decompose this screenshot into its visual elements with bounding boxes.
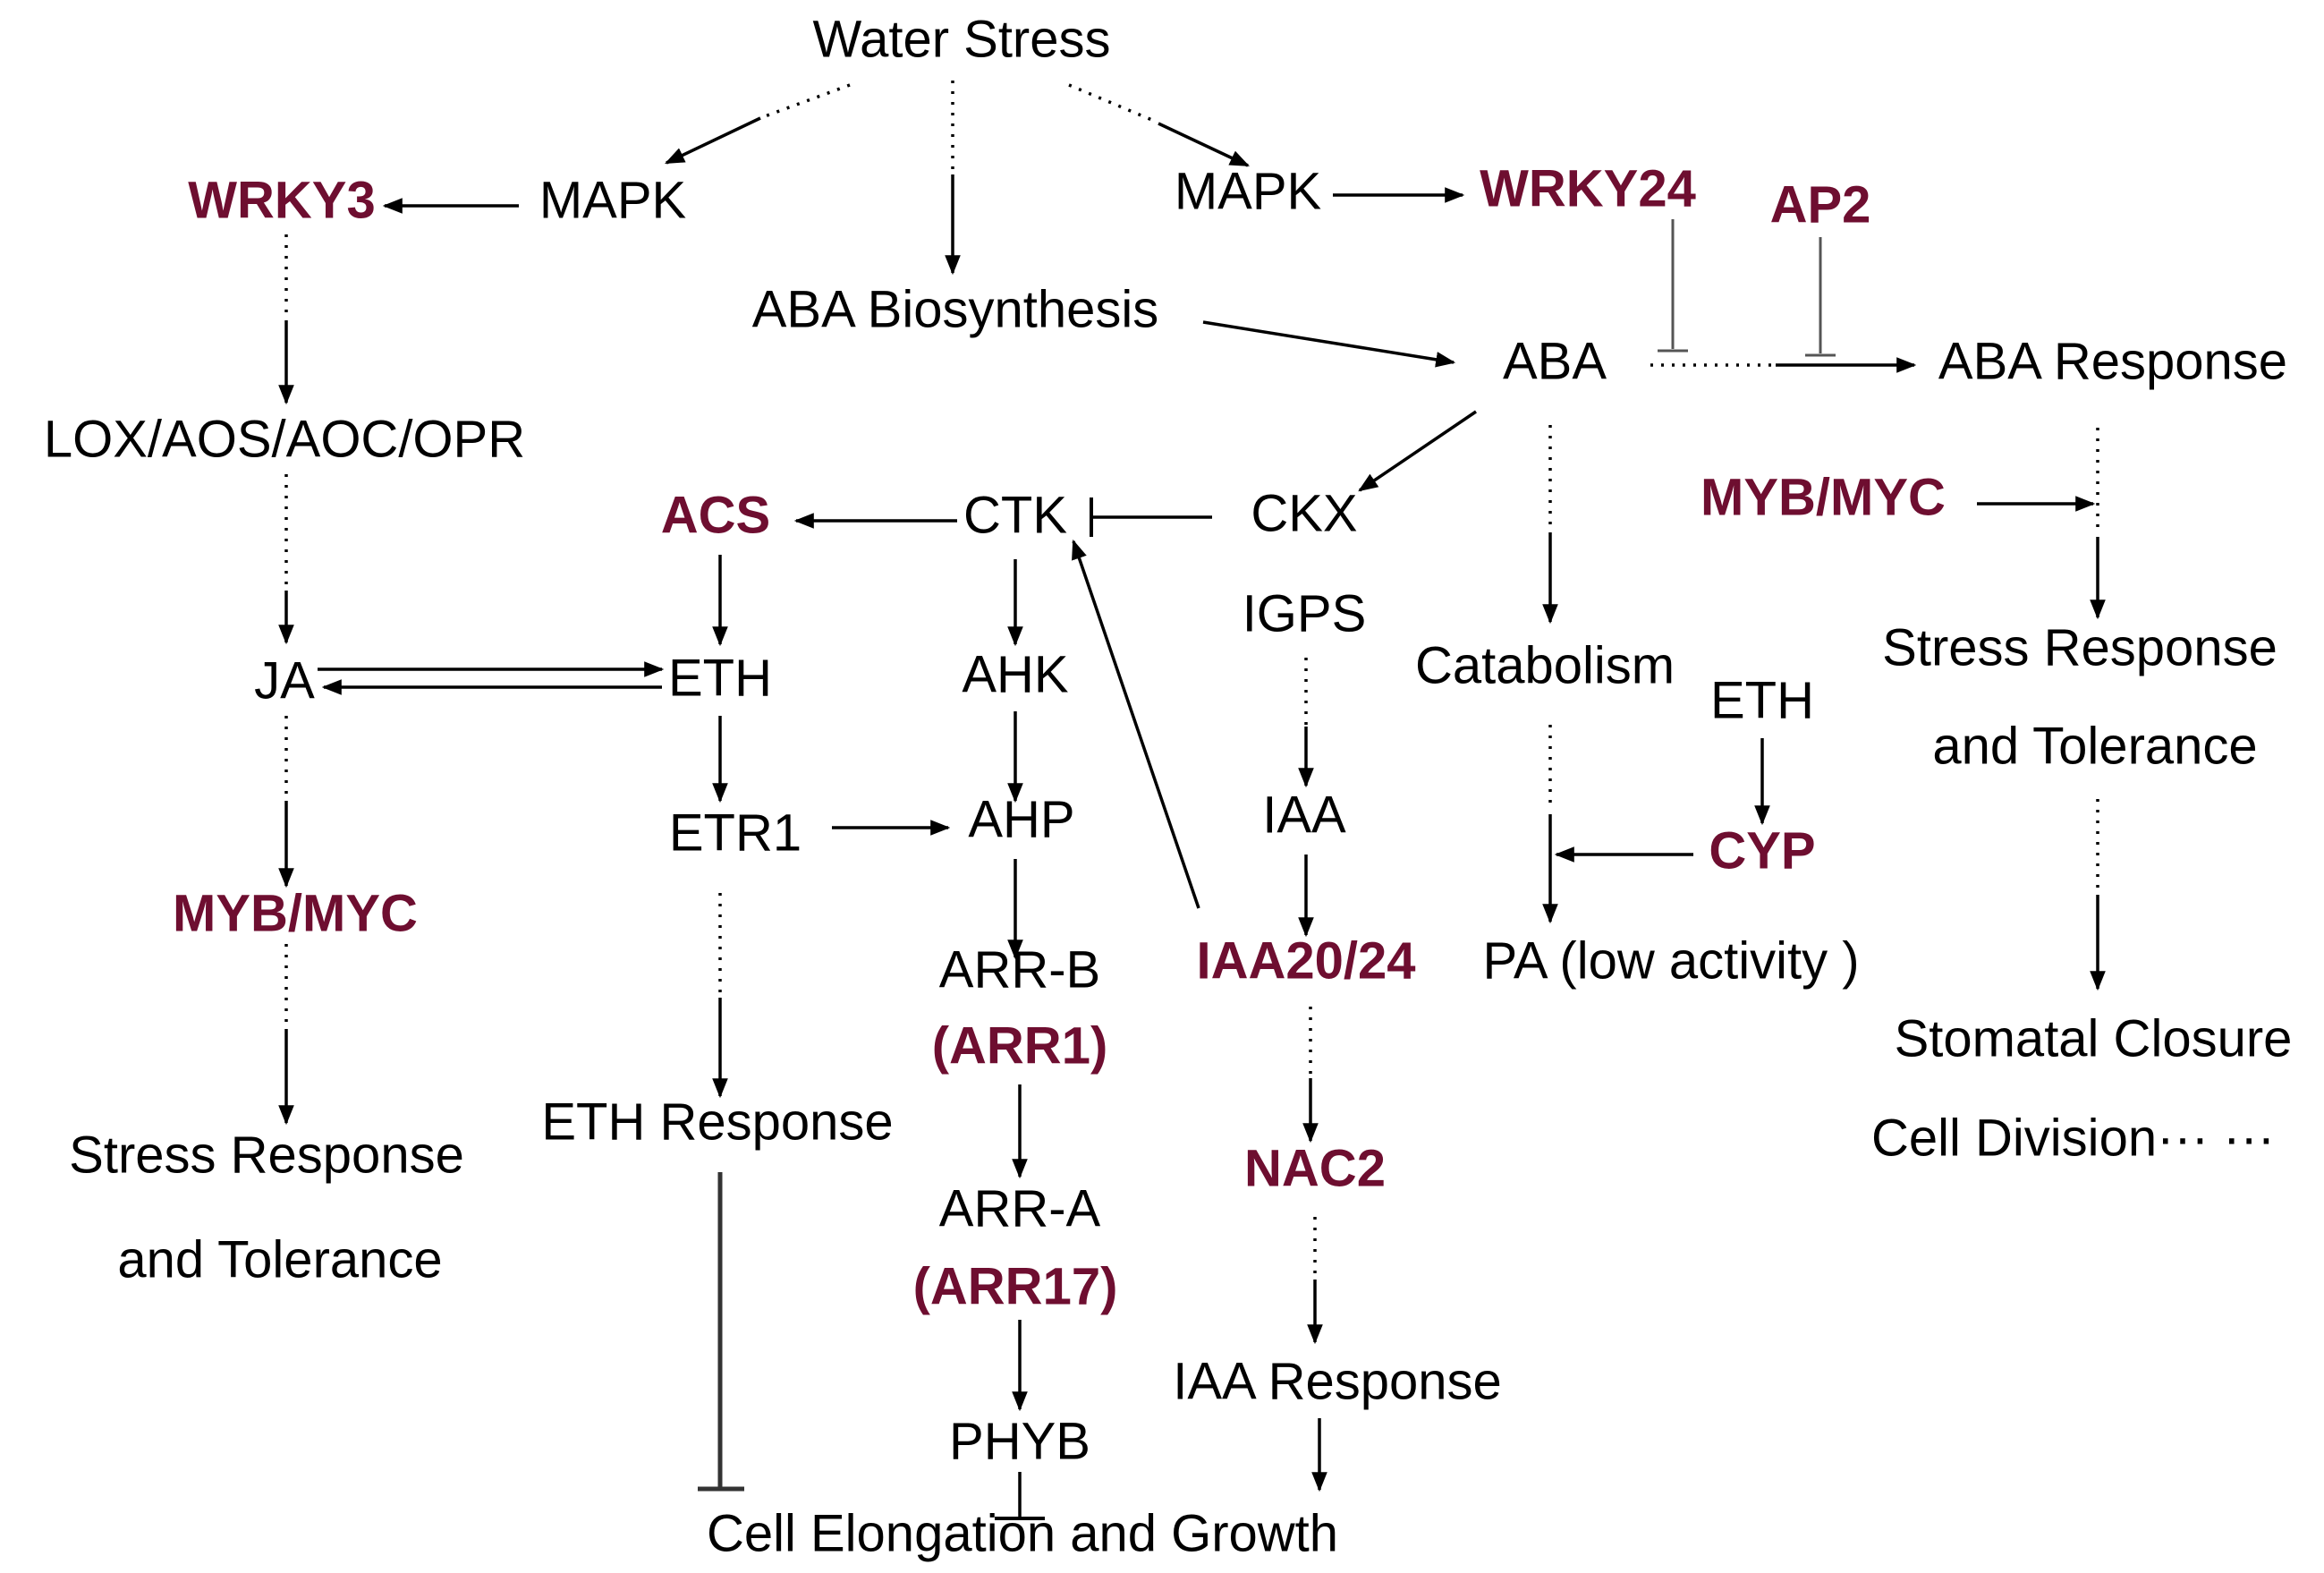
node-myb-myc-right: MYB/MYC xyxy=(1701,468,1946,526)
edge-iaa20-24-to-ctk xyxy=(1072,539,1200,909)
node-eth-response: ETH Response xyxy=(541,1093,893,1151)
node-cell-elongation-and-growth: Cell Elongation and Growth xyxy=(707,1504,1338,1562)
node-stress-response-left-line1: Stress Response xyxy=(69,1126,464,1184)
node-mapk-left: MAPK xyxy=(539,171,687,229)
node-iaa20-24: IAA20/24 xyxy=(1196,931,1415,990)
node-iaa: IAA xyxy=(1262,786,1346,844)
edge-water-stress-to-mapk-left xyxy=(665,83,851,165)
edge-ckx-inhibits-ctk xyxy=(1090,497,1212,537)
node-aba: ABA xyxy=(1503,332,1607,390)
nodes: Water Stress MAPK MAPK WRKY3 WRKY24 AP2 … xyxy=(44,10,2293,1562)
node-water-stress: Water Stress xyxy=(812,10,1110,68)
edge-aba-biosynthesis-to-aba xyxy=(1202,320,1456,368)
node-stress-response-right-line2: and Tolerance xyxy=(1932,717,2257,775)
node-wrky3: WRKY3 xyxy=(188,171,375,229)
node-arr1: (ARR1) xyxy=(932,1016,1108,1075)
node-catabolism: Catabolism xyxy=(1415,636,1675,694)
node-myb-myc-left: MYB/MYC xyxy=(173,884,418,942)
node-ja: JA xyxy=(254,651,315,710)
node-igps: IGPS xyxy=(1243,584,1367,642)
node-arr-a: ARR-A xyxy=(939,1179,1101,1237)
node-aba-biosynthesis: ABA Biosynthesis xyxy=(752,280,1159,338)
node-stress-response-left-line2: and Tolerance xyxy=(117,1230,442,1288)
node-phyb: PHYB xyxy=(949,1412,1090,1470)
edges xyxy=(278,81,2106,1520)
node-ctk: CTK xyxy=(963,486,1067,544)
edge-ap2-inhibits-aba-response xyxy=(1805,237,1836,357)
node-aba-response: ABA Response xyxy=(1938,332,2287,390)
node-lox-aos-aoc-opr: LOX/AOS/AOC/OPR xyxy=(44,410,525,468)
node-cyp: CYP xyxy=(1709,821,1815,880)
edge-phyb-inhibits-cell-elongation xyxy=(995,1472,1045,1520)
node-eth-right: ETH xyxy=(1710,671,1814,729)
node-pa: PA (low activity ) xyxy=(1482,931,1859,990)
node-iaa-response: IAA Response xyxy=(1173,1352,1502,1410)
edge-eth-response-inhibits-cell-elongation xyxy=(698,1172,744,1492)
edge-aba-to-ckx xyxy=(1358,410,1477,492)
node-nac2: NAC2 xyxy=(1244,1139,1386,1197)
node-etr1: ETR1 xyxy=(669,804,802,862)
node-stomatal-closure: Stomatal Closure xyxy=(1895,1009,2293,1067)
node-ahp: AHP xyxy=(968,790,1074,848)
node-ap2: AP2 xyxy=(1770,175,1871,234)
node-cell-division: Cell Division··· ··· xyxy=(1871,1109,2275,1167)
node-acs: ACS xyxy=(661,486,770,544)
node-arr17: (ARR17) xyxy=(913,1257,1118,1315)
node-mapk-right: MAPK xyxy=(1175,162,1322,220)
node-stress-response-right-line1: Stress Response xyxy=(1882,618,2277,676)
node-wrky24: WRKY24 xyxy=(1480,159,1696,217)
node-ahk: AHK xyxy=(962,645,1069,703)
node-eth-left: ETH xyxy=(668,649,772,707)
edge-wrky24-inhibits-aba-response xyxy=(1658,219,1688,353)
edge-water-stress-to-mapk-right xyxy=(1068,83,1250,167)
node-ckx: CKX xyxy=(1251,484,1357,542)
node-arr-b: ARR-B xyxy=(939,940,1100,999)
